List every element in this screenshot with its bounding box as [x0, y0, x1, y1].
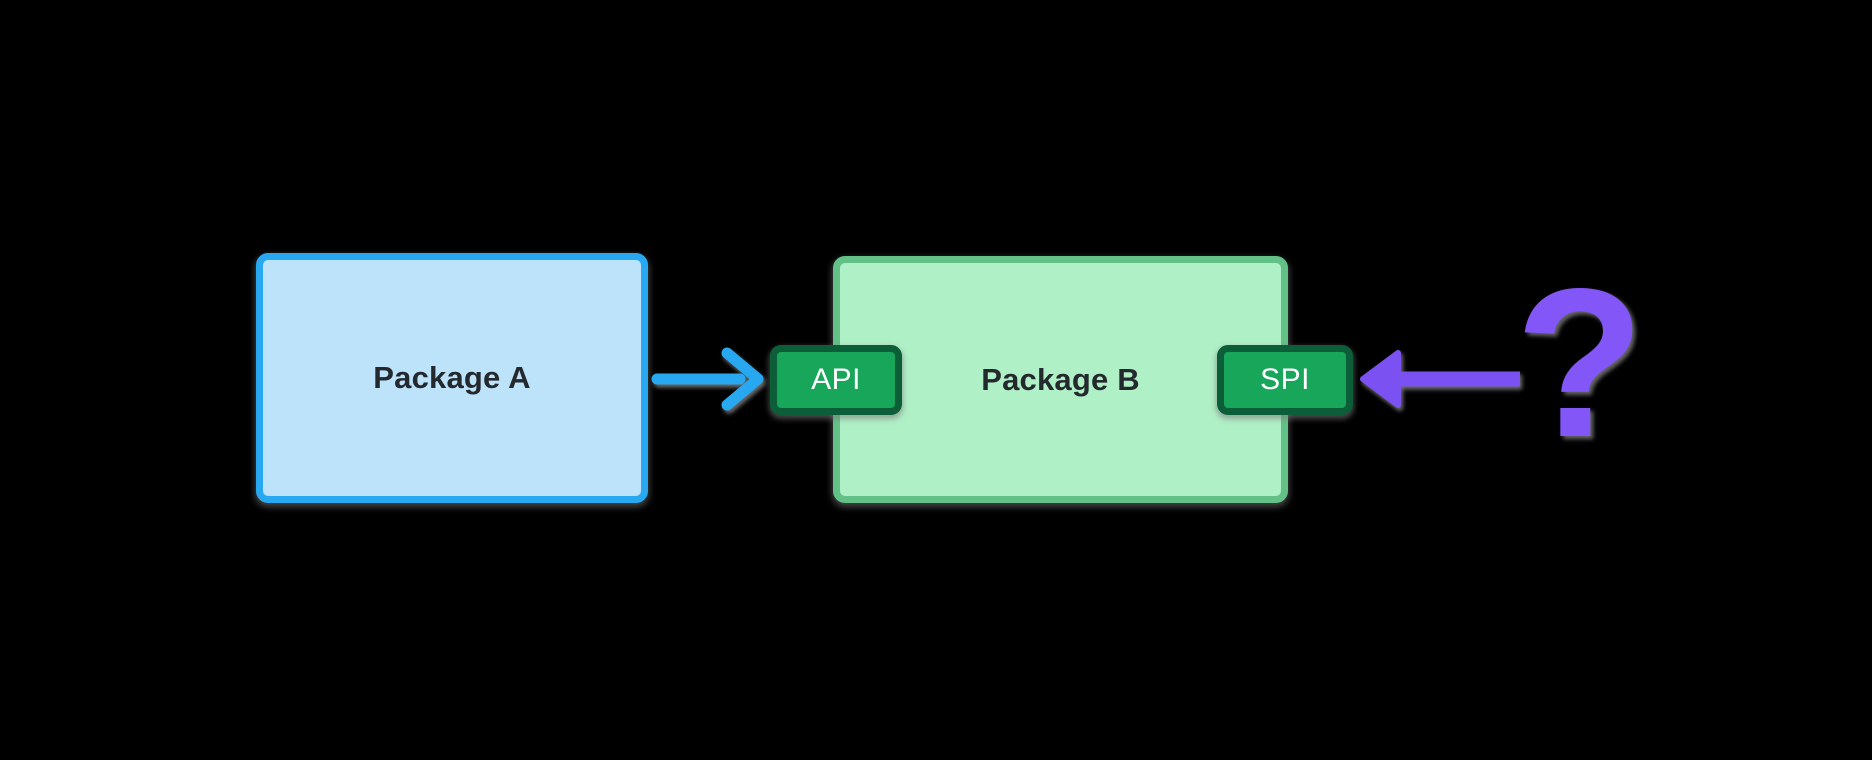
package-b-label: Package B — [981, 361, 1140, 397]
right-arrow-icon — [651, 347, 764, 411]
question-mark: ? — [1515, 244, 1645, 481]
package-a-box: Package A — [256, 253, 648, 503]
left-arrow-icon — [1360, 350, 1520, 408]
spi-badge: SPI — [1217, 345, 1353, 415]
api-badge-label: API — [811, 363, 861, 396]
spi-badge-label: SPI — [1260, 363, 1310, 396]
api-badge: API — [770, 345, 902, 415]
package-a-label: Package A — [373, 360, 531, 395]
